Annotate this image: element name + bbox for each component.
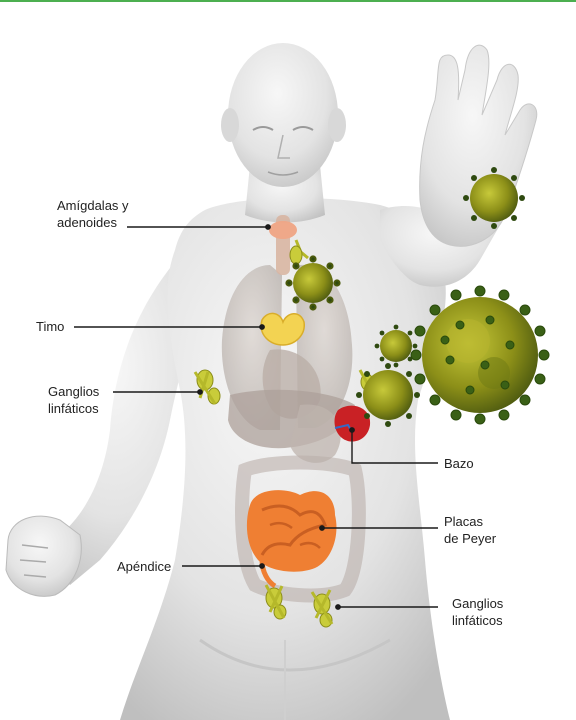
label-timo-line1: Timo	[36, 319, 65, 334]
internal-organs	[221, 215, 371, 603]
label-ganglios-left-line1: Ganglios	[48, 384, 100, 399]
head	[228, 43, 338, 187]
stomach	[290, 404, 341, 463]
label-ganglios-right: Ganglios linfáticos	[452, 595, 503, 629]
label-bazo-line1: Bazo	[444, 456, 474, 471]
coronavirus-particle-icon	[374, 324, 418, 368]
leader-lines	[74, 224, 438, 610]
tonsils-adenoids	[269, 221, 297, 239]
label-timo: Timo	[36, 318, 64, 335]
label-amigdalas-line2: adenoides	[57, 215, 117, 230]
right-ear	[328, 108, 346, 142]
label-ganglios-right-line1: Ganglios	[452, 596, 504, 611]
label-ganglios-left: Ganglios linfáticos	[48, 383, 99, 417]
label-amigdalas: Amígdalas y adenoides	[57, 197, 129, 231]
label-amigdalas-line1: Amígdalas y	[57, 198, 129, 213]
lymph-node-cluster-icon	[193, 239, 374, 628]
virus-particles	[285, 167, 550, 427]
left-ear	[221, 108, 239, 142]
label-apendice-line1: Apéndice	[117, 559, 172, 574]
left-arm	[40, 250, 205, 585]
coronavirus-particle-icon	[463, 167, 525, 229]
thymus	[260, 312, 305, 346]
label-ganglios-right-line2: linfáticos	[452, 613, 503, 628]
top-border	[0, 0, 576, 2]
label-apendice: Apéndice	[117, 558, 171, 575]
small-intestine	[246, 490, 337, 572]
label-placas-line1: Placas	[444, 514, 484, 529]
spleen	[334, 405, 371, 442]
label-placas: Placas de Peyer	[444, 513, 496, 547]
coronavirus-particle-icon	[356, 363, 420, 427]
appendix	[259, 559, 277, 589]
coronavirus-particle-icon	[410, 285, 550, 425]
label-placas-line2: de Peyer	[444, 531, 497, 546]
coronavirus-particle-icon	[285, 255, 341, 311]
label-ganglios-left-line2: linfáticos	[48, 401, 99, 416]
label-bazo: Bazo	[444, 455, 474, 472]
left-fist	[5, 515, 82, 597]
large-intestine	[235, 455, 366, 603]
